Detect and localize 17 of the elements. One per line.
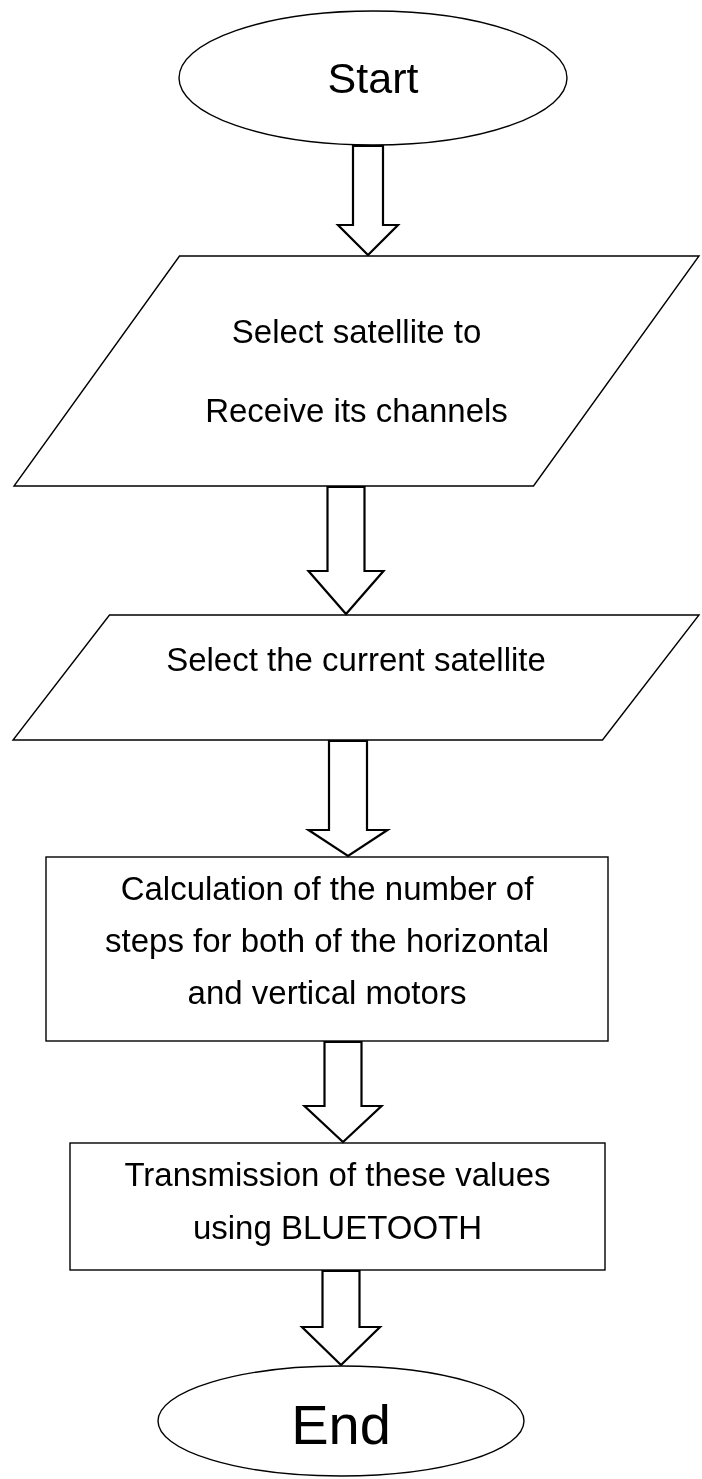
step-text: Select the current satellite <box>166 639 546 680</box>
step-text: Transmission of these values using BLUETOOTH <box>123 1154 552 1248</box>
step-text: Calculation of the number of steps for both of the horizontal and vertical motors <box>104 869 550 1013</box>
terminal-label: End <box>291 1394 391 1456</box>
block-arrow <box>301 1040 385 1144</box>
terminal-label: Start <box>327 53 419 103</box>
terminal-ellipse <box>157 1365 525 1477</box>
process-box <box>45 856 609 1042</box>
block-arrow <box>335 144 401 257</box>
block-arrow <box>299 1269 383 1367</box>
input-parallelogram <box>13 255 700 487</box>
process-box <box>69 1142 606 1271</box>
step-text: Select satellite to Receive its channels <box>204 312 509 431</box>
block-arrow <box>304 739 392 858</box>
block-arrow <box>306 485 386 616</box>
terminal-ellipse <box>178 10 568 146</box>
input-parallelogram <box>12 614 700 741</box>
